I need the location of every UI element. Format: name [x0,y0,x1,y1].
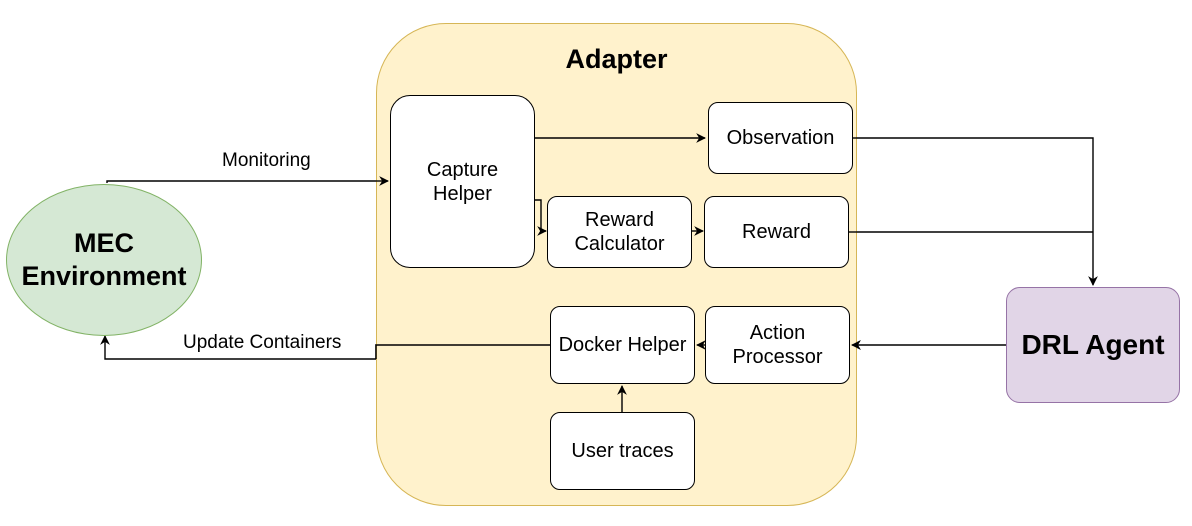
user-traces-label: User traces [571,440,674,462]
capture-helper-label: Capture Helper [426,158,499,205]
observation-label: Observation [726,127,835,149]
drl-agent-label: DRL Agent [1021,329,1165,360]
reward-calculator-label: Reward Calculator [574,209,665,255]
adapter-title: Adapter [565,44,668,74]
user-traces-node[interactable]: User traces [550,412,695,490]
monitoring-connector [106,176,389,186]
action-processor-label: Action Processor [732,322,823,368]
action-processor-node[interactable]: Action Processor [705,306,850,384]
reward-label: Reward [742,221,811,243]
capture-helper-node[interactable]: Capture Helper [390,95,535,268]
reward-calculator-node[interactable]: Reward Calculator [547,196,692,268]
mec-environment-label: MEC Environment [21,228,187,291]
observation-node[interactable]: Observation [708,102,853,174]
update-containers-edge-label: Update Containers [183,332,342,353]
observation-to-agent-connector [853,137,1098,286]
monitoring-edge-label: Monitoring [222,150,311,171]
mec-environment-node[interactable]: MEC Environment [6,184,202,336]
docker-helper-label: Docker Helper [558,334,687,356]
drl-agent-node[interactable]: DRL Agent [1006,287,1180,403]
reward-node[interactable]: Reward [704,196,849,268]
docker-helper-node[interactable]: Docker Helper [550,306,695,384]
